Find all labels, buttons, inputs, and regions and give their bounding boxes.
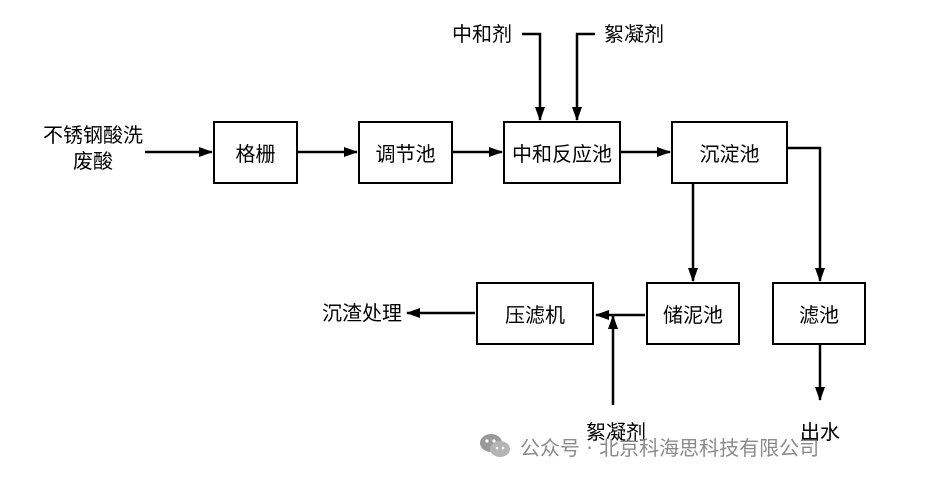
output-water-label: 出水 bbox=[800, 420, 840, 444]
reagent-flocculant-top-label: 絮凝剂 bbox=[604, 22, 664, 46]
node-neutralization-tank: 中和反应池 bbox=[503, 121, 621, 184]
node-sludge-tank-label: 储泥池 bbox=[663, 303, 723, 327]
wechat-icon bbox=[480, 434, 510, 457]
node-sludge-tank: 储泥池 bbox=[646, 282, 740, 345]
node-filter-press-label: 压滤机 bbox=[505, 303, 565, 327]
arrow-sediment-to-filter-pool bbox=[787, 146, 825, 282]
input-label-line1: 不锈钢酸洗 bbox=[43, 123, 143, 147]
node-filter-pool-label: 滤池 bbox=[799, 303, 839, 327]
node-grille-label: 格栅 bbox=[235, 142, 276, 166]
watermark-text: 公众号 · 北京科海思科技有限公司 bbox=[520, 435, 820, 460]
node-grille: 格栅 bbox=[213, 121, 298, 184]
output-slag-label: 沉渣处理 bbox=[322, 301, 402, 325]
node-sedimentation-tank-label: 沉淀池 bbox=[699, 142, 760, 166]
node-filter-pool: 滤池 bbox=[772, 282, 866, 345]
arrow-flocculant-feed bbox=[572, 32, 595, 121]
node-neutralization-tank-label: 中和反应池 bbox=[512, 142, 612, 166]
node-sedimentation-tank: 沉淀池 bbox=[671, 121, 788, 184]
watermark: 公众号 · 北京科海思科技有限公司 bbox=[478, 428, 819, 464]
reagent-neutralizer-label: 中和剂 bbox=[452, 22, 512, 46]
arrow-neutralizer-feed bbox=[522, 32, 545, 121]
node-adjust-tank-label: 调节池 bbox=[375, 142, 436, 166]
input-label-line2: 废酸 bbox=[73, 149, 113, 173]
node-adjust-tank: 调节池 bbox=[358, 121, 453, 184]
node-filter-press: 压滤机 bbox=[476, 282, 594, 345]
input-label: 不锈钢酸洗 废酸 bbox=[38, 122, 148, 174]
reagent-flocculant-bottom-label: 絮凝剂 bbox=[586, 420, 646, 444]
